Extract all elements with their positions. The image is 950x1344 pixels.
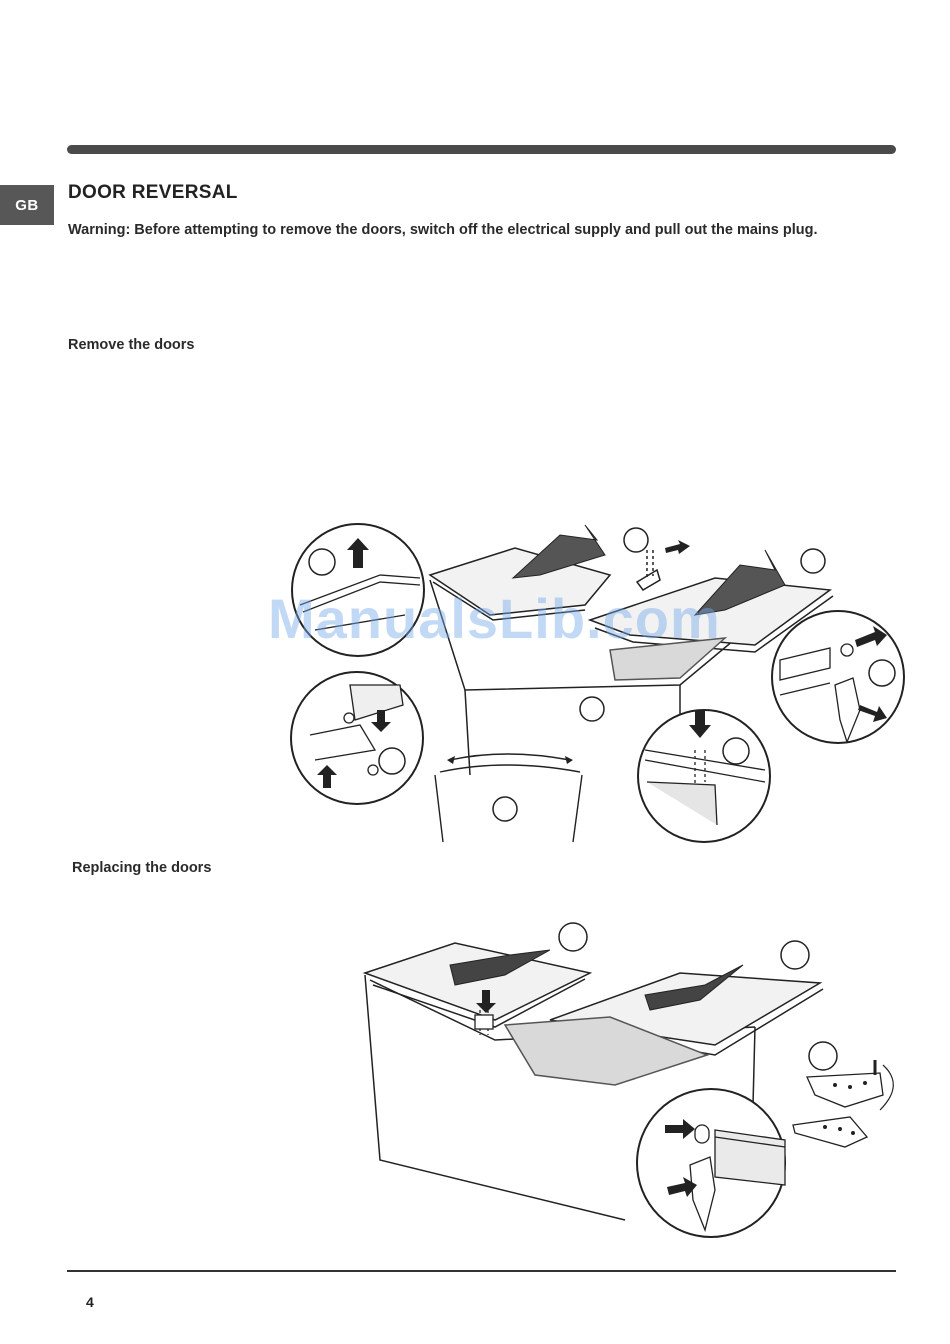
watermark: ManualsLib.com (268, 586, 721, 651)
language-tab: GB (0, 185, 54, 225)
remove-doors-illustration (285, 520, 910, 850)
bottom-rule (67, 1270, 896, 1272)
top-rule (67, 145, 896, 154)
remove-doors-heading: Remove the doors (68, 337, 195, 353)
replacing-doors-heading: Replacing the doors (72, 860, 211, 876)
page-title: DOOR REVERSAL (68, 182, 238, 204)
replace-doors-illustration (355, 915, 910, 1245)
page-number: 4 (86, 1294, 94, 1310)
warning-text: Warning: Before attempting to remove the… (68, 222, 818, 238)
